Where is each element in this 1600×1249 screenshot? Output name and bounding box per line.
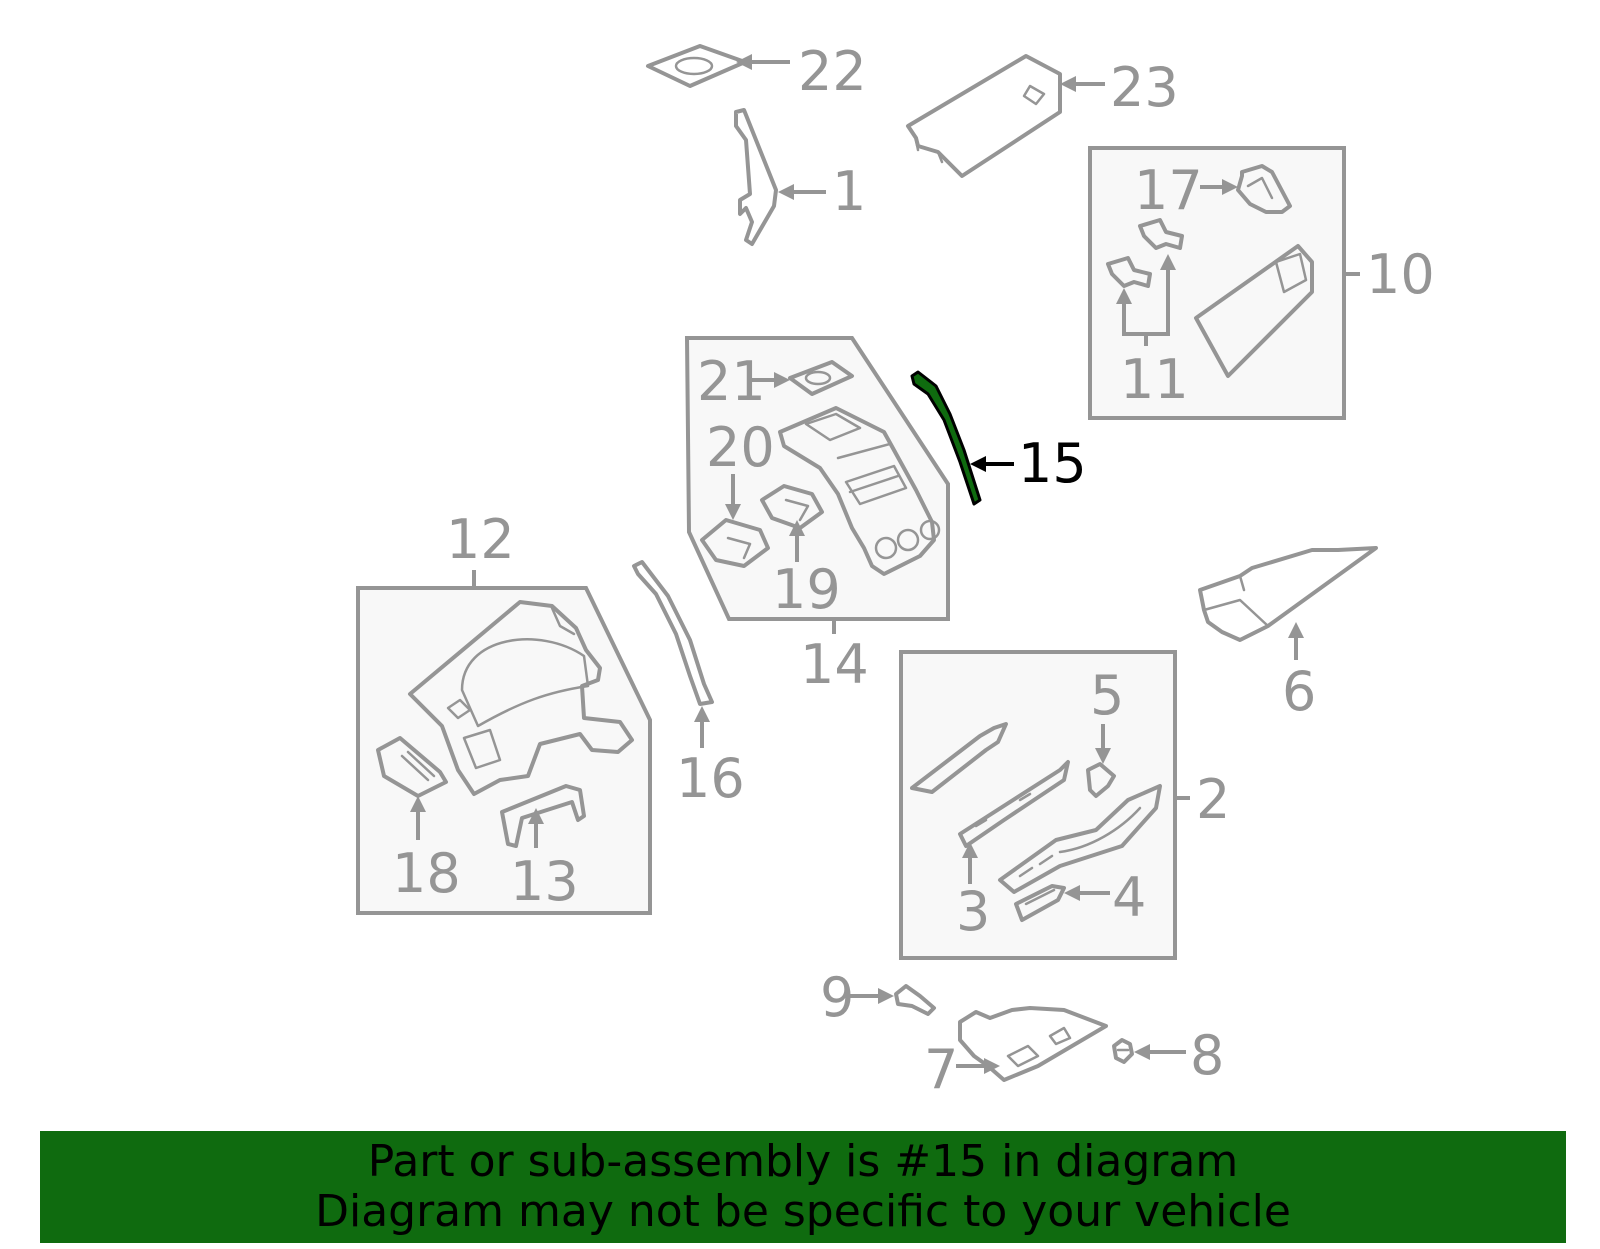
part-11-clips (1106, 218, 1184, 288)
callout-17: 17 (1134, 159, 1203, 222)
part-4-clip (1014, 884, 1066, 922)
part-19-vent (760, 484, 824, 530)
callout-11: 11 (1120, 348, 1189, 411)
part-16-trim-strip (632, 560, 714, 706)
callout-20: 20 (706, 416, 775, 479)
callout-12: 12 (446, 508, 515, 571)
leader-13 (528, 808, 544, 848)
leader-5 (1095, 724, 1111, 764)
callout-6: 6 (1282, 660, 1316, 723)
callout-13: 13 (510, 850, 579, 913)
callout-8: 8 (1190, 1024, 1224, 1087)
part-15-trim-strip (910, 370, 982, 506)
part-1-pillar-trim (734, 108, 778, 246)
callout-1: 1 (832, 160, 866, 223)
leader-1 (778, 184, 826, 200)
callout-2: 2 (1196, 768, 1230, 831)
banner-line-disclaimer: Diagram may not be specific to your vehi… (315, 1186, 1291, 1237)
leader-8 (1134, 1044, 1186, 1060)
part-22-bezel (646, 44, 747, 88)
group-box-14 (684, 336, 950, 621)
part-20-vent (700, 518, 770, 568)
part-2-lower-panel (998, 784, 1162, 894)
part-9-clip (894, 984, 936, 1016)
part-7-bracket (958, 1006, 1108, 1082)
part-2-upper-bracket (910, 722, 1008, 794)
part-23-upper-cover (906, 54, 1062, 178)
part-21-bezel (788, 360, 854, 396)
callout-5: 5 (1090, 664, 1124, 727)
leader-3 (962, 842, 978, 884)
leader-17 (1200, 179, 1238, 195)
leader-9 (850, 988, 894, 1004)
callout-10: 10 (1366, 243, 1435, 306)
group-box-12 (356, 586, 652, 915)
callout-22: 22 (798, 40, 867, 103)
leader-6 (1288, 622, 1304, 660)
leader-18 (410, 796, 426, 840)
part-17-clip (1236, 164, 1292, 214)
callout-3: 3 (956, 880, 990, 943)
info-banner: Part or sub-assembly is #15 in diagram D… (40, 1131, 1566, 1243)
part-6-glove-box (1198, 546, 1378, 642)
part-5-clip (1086, 762, 1116, 798)
leader-7 (956, 1058, 1000, 1074)
leader-21 (752, 372, 790, 388)
leader-23 (1060, 76, 1105, 92)
banner-line-part: Part or sub-assembly is #15 in diagram (367, 1136, 1239, 1187)
leader-4 (1064, 885, 1110, 901)
callout-23: 23 (1110, 56, 1179, 119)
leader-16 (694, 706, 710, 748)
leader-11 (1116, 254, 1176, 346)
part-3-trim (958, 760, 1070, 848)
callout-4: 4 (1112, 866, 1146, 929)
part-8-bolt (1112, 1038, 1134, 1064)
part-14-center-panel (778, 406, 941, 576)
callout-7: 7 (924, 1038, 958, 1101)
leader-19 (789, 520, 805, 562)
callout-14: 14 (800, 633, 869, 696)
group-box-10 (1088, 146, 1346, 420)
part-10-glove-box-door (1194, 244, 1314, 378)
callout-9: 9 (820, 966, 854, 1029)
leader-22 (736, 54, 790, 70)
callout-18: 18 (392, 842, 461, 905)
leader-15 (970, 456, 1014, 472)
part-13-bracket (500, 784, 586, 848)
part-12-instrument-panel (408, 600, 634, 796)
callout-16: 16 (676, 747, 745, 810)
callout-19: 19 (772, 558, 841, 621)
callout-15: 15 (1018, 432, 1087, 495)
callout-21: 21 (697, 350, 766, 413)
leader-20 (725, 474, 741, 520)
part-18-vent (376, 736, 448, 798)
